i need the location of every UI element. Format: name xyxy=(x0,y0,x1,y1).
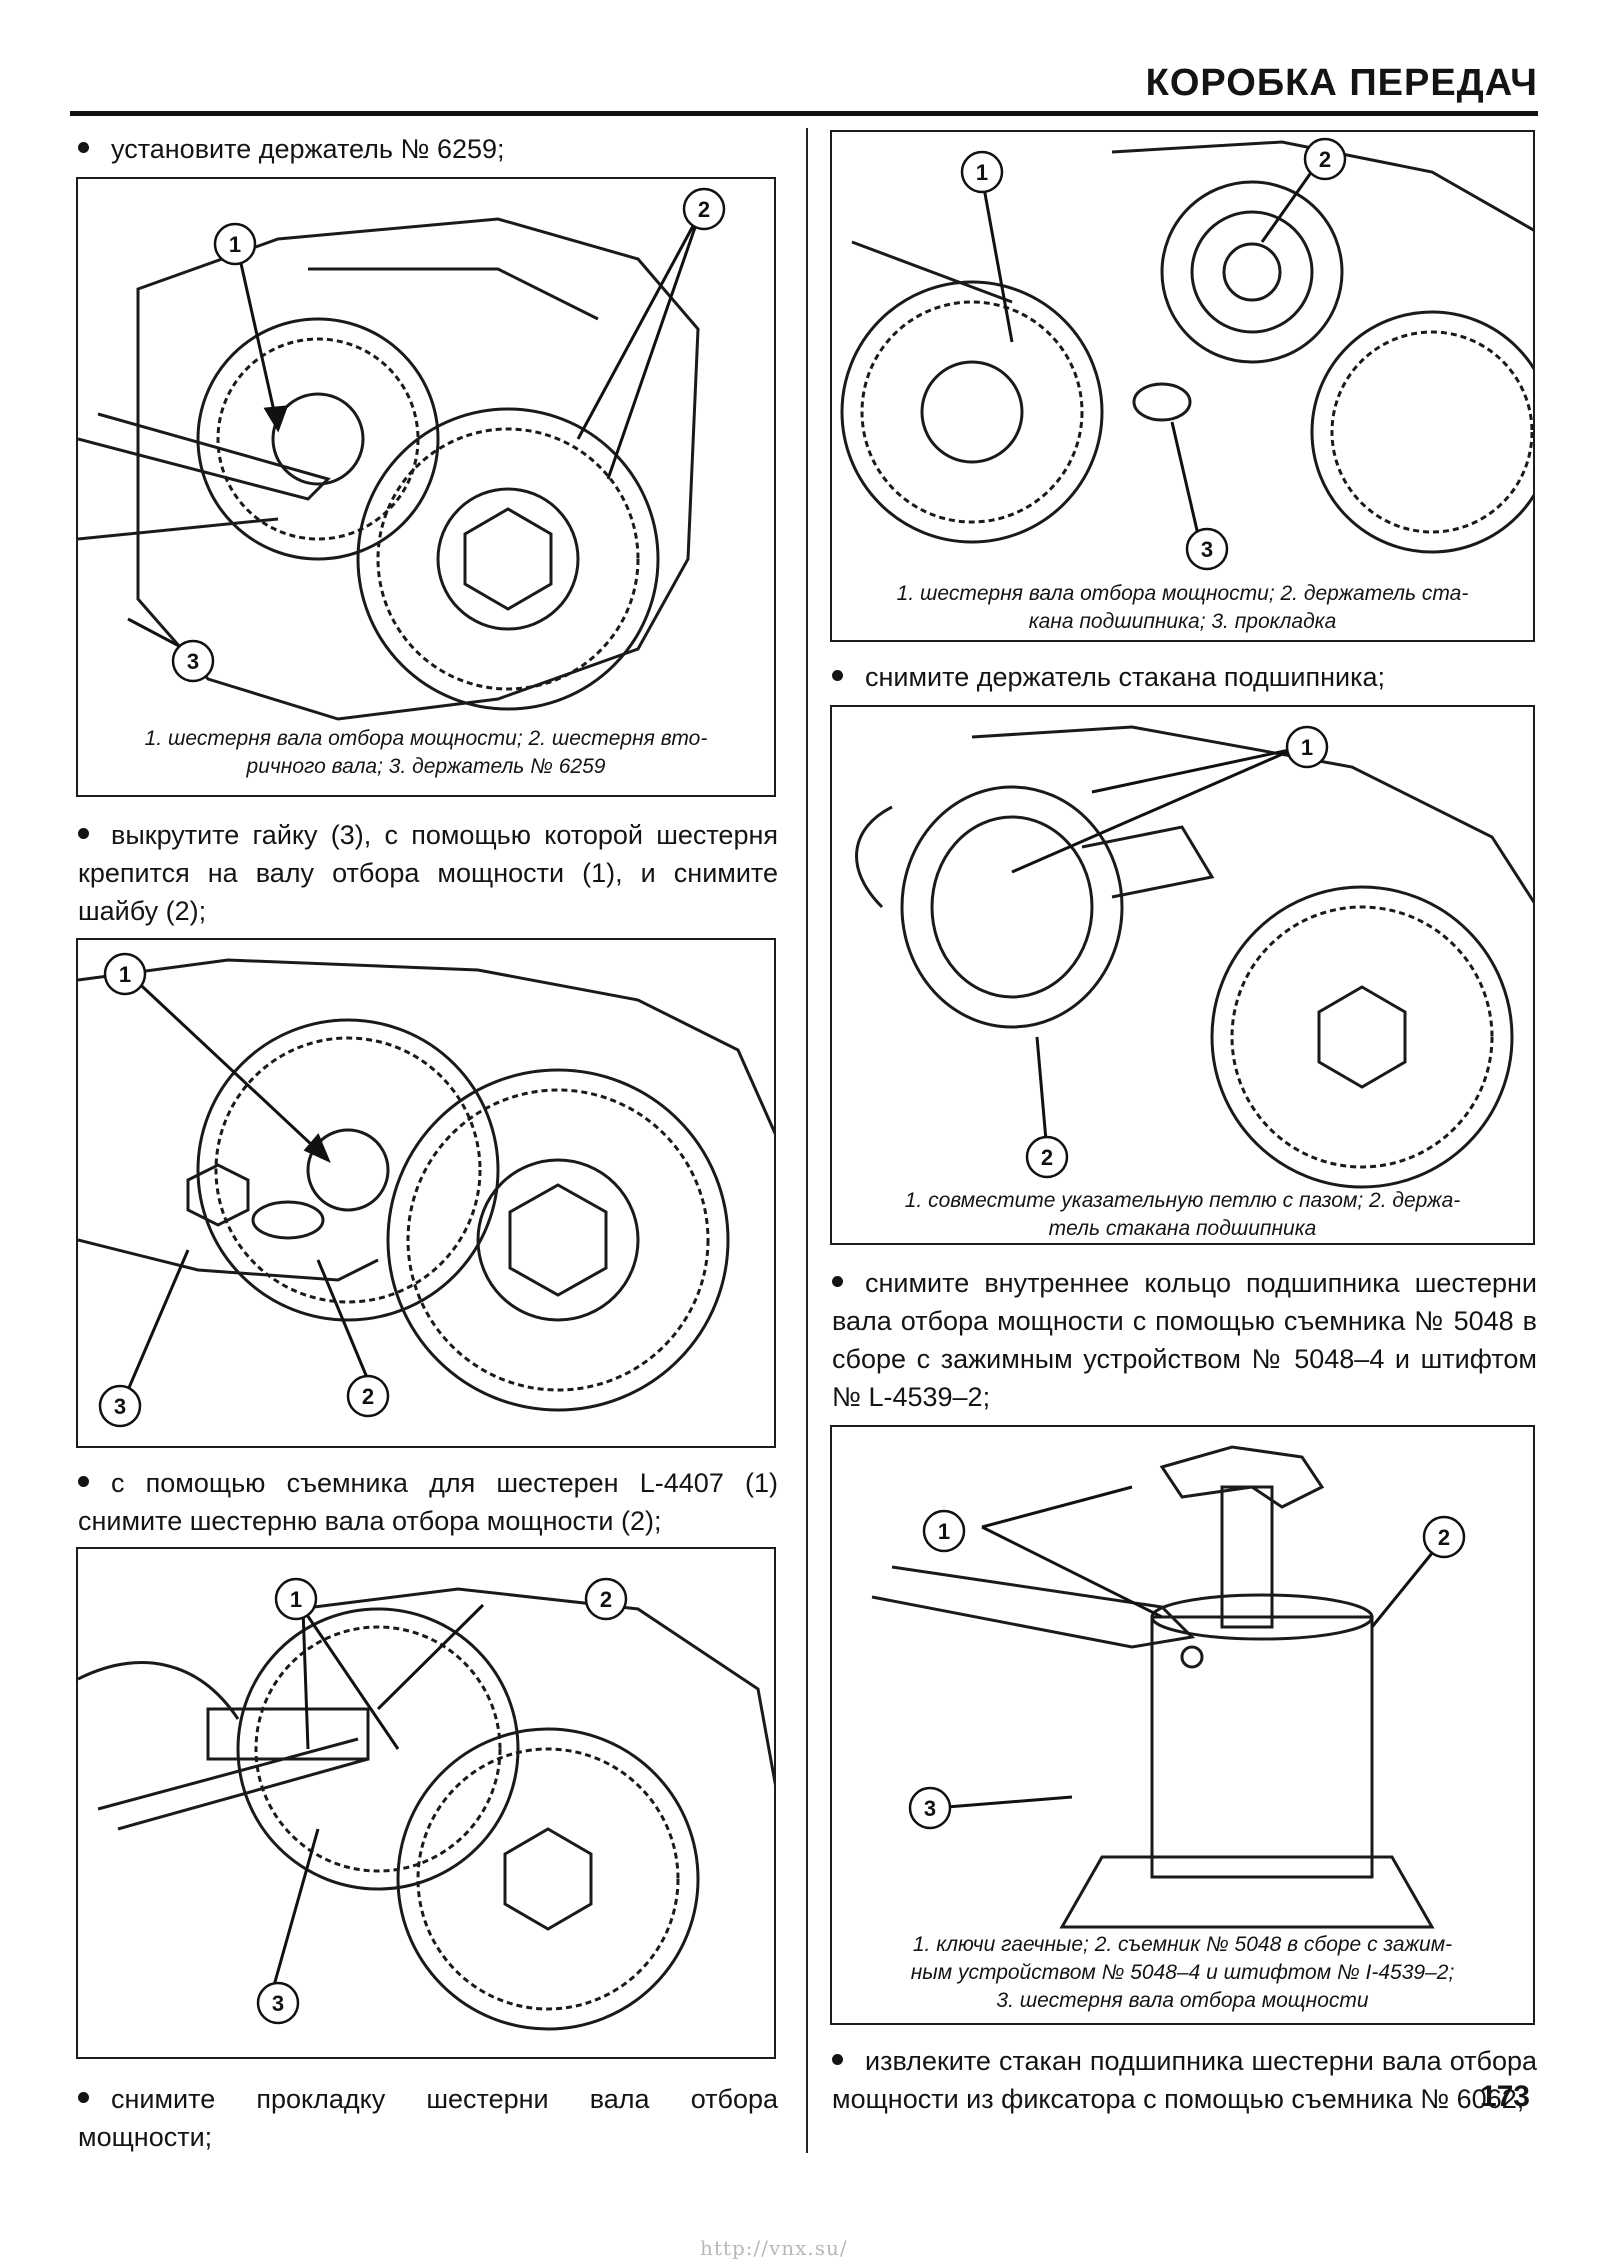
step-text: снимите прокладку шестерни вала отбора м… xyxy=(78,2084,778,2152)
header-rule xyxy=(70,111,1538,116)
figure-bearing-holder: 1 2 3 1. шестерня вала отбора мощности; … xyxy=(830,130,1535,642)
step-text: снимите держатель стакана подшипника; xyxy=(865,662,1386,692)
step-remove-gasket: снимите прокладку шестерни вала отбора м… xyxy=(78,2080,778,2156)
callout-1: 1 xyxy=(290,1587,302,1612)
illustration-align-loop: 1 2 xyxy=(855,725,1533,1189)
illustration-holder-6259: 1 2 3 xyxy=(78,187,726,721)
column-divider xyxy=(806,128,808,2153)
figure-caption: 1. совместите указательную петлю с пазом… xyxy=(904,1189,1461,1240)
callout-1: 1 xyxy=(119,962,131,987)
callout-2: 2 xyxy=(1041,1145,1053,1170)
figure-caption: 1. шестерня вала отбора мощности; 2. дер… xyxy=(896,582,1469,633)
callout-2: 2 xyxy=(1319,147,1331,172)
bullet-icon xyxy=(78,2092,89,2104)
illustration-bearing-holder: 1 2 3 xyxy=(840,137,1533,571)
page-header: КОРОБКА ПЕРЕДАЧ xyxy=(70,60,1538,116)
callout-3: 3 xyxy=(924,1796,936,1821)
step-remove-nut: выкрутите гайку (3), с помощью которой ш… xyxy=(78,816,778,930)
bullet-icon xyxy=(78,828,89,840)
illustration-gear-puller: 1 2 3 xyxy=(78,1577,774,2031)
figure-caption: 1. шестерня вала отбора мощности; 2. шес… xyxy=(144,727,708,778)
callout-2: 2 xyxy=(698,197,710,222)
figure-align-loop: 1 2 1. совместите указательную петлю с п… xyxy=(830,705,1535,1245)
callout-3: 3 xyxy=(272,1991,284,2016)
illustration-puller-5048: 1 2 3 xyxy=(871,1445,1466,1929)
step-text: извлеките стакан подшипника шестерни вал… xyxy=(832,2046,1537,2114)
callout-1: 1 xyxy=(1301,735,1313,760)
step-remove-bearing-holder: снимите держатель стакана подшипника; xyxy=(832,658,1537,696)
callout-2: 2 xyxy=(362,1384,374,1409)
step-text: установите держатель № 6259; xyxy=(111,134,505,164)
callout-1: 1 xyxy=(229,232,241,257)
illustration-nut-washer: 1 3 2 xyxy=(78,952,774,1428)
callout-3: 3 xyxy=(187,649,199,674)
section-title: КОРОБКА ПЕРЕДАЧ xyxy=(1145,62,1538,104)
step-text: снимите внутреннее кольцо подшипника шес… xyxy=(832,1268,1537,1412)
figure-caption: 1. ключи гаечные; 2. съемник № 5048 в сб… xyxy=(832,1931,1533,2015)
bullet-icon xyxy=(78,142,89,154)
step-text: выкрутите гайку (3), с помощью которой ш… xyxy=(78,820,778,926)
step-remove-inner-ring: снимите внутреннее кольцо подшипника шес… xyxy=(832,1264,1537,1416)
callout-3: 3 xyxy=(114,1394,126,1419)
figure-holder-installed: 1 2 3 1. шестерня вала отбора мощности; … xyxy=(76,177,776,797)
callout-2: 2 xyxy=(600,1587,612,1612)
callout-1: 1 xyxy=(938,1519,950,1544)
page-number: 173 xyxy=(1479,2080,1530,2113)
bullet-icon xyxy=(832,1276,843,1288)
footer-url: http://vnx.su/ xyxy=(700,2236,848,2260)
bullet-icon xyxy=(832,670,843,682)
callout-3: 3 xyxy=(1201,537,1213,562)
step-text: с помощью съемника для шестерен L-4407 (… xyxy=(78,1468,778,1536)
callout-1: 1 xyxy=(976,160,988,185)
figure-remove-nut: 1 3 2 xyxy=(76,938,776,1448)
bullet-icon xyxy=(78,1476,89,1488)
figure-gear-puller: 1 2 3 xyxy=(76,1547,776,2059)
step-install-holder: установите держатель № 6259; xyxy=(78,130,778,168)
bullet-icon xyxy=(832,2054,843,2066)
step-extract-bearing-cup: извлеките стакан подшипника шестерни вал… xyxy=(832,2042,1537,2118)
callout-2: 2 xyxy=(1438,1525,1450,1550)
figure-puller-5048: 1 2 3 1. ключи гаечные; 2. съемник № 504… xyxy=(830,1425,1535,2025)
step-remove-gear: с помощью съемника для шестерен L-4407 (… xyxy=(78,1464,778,1540)
